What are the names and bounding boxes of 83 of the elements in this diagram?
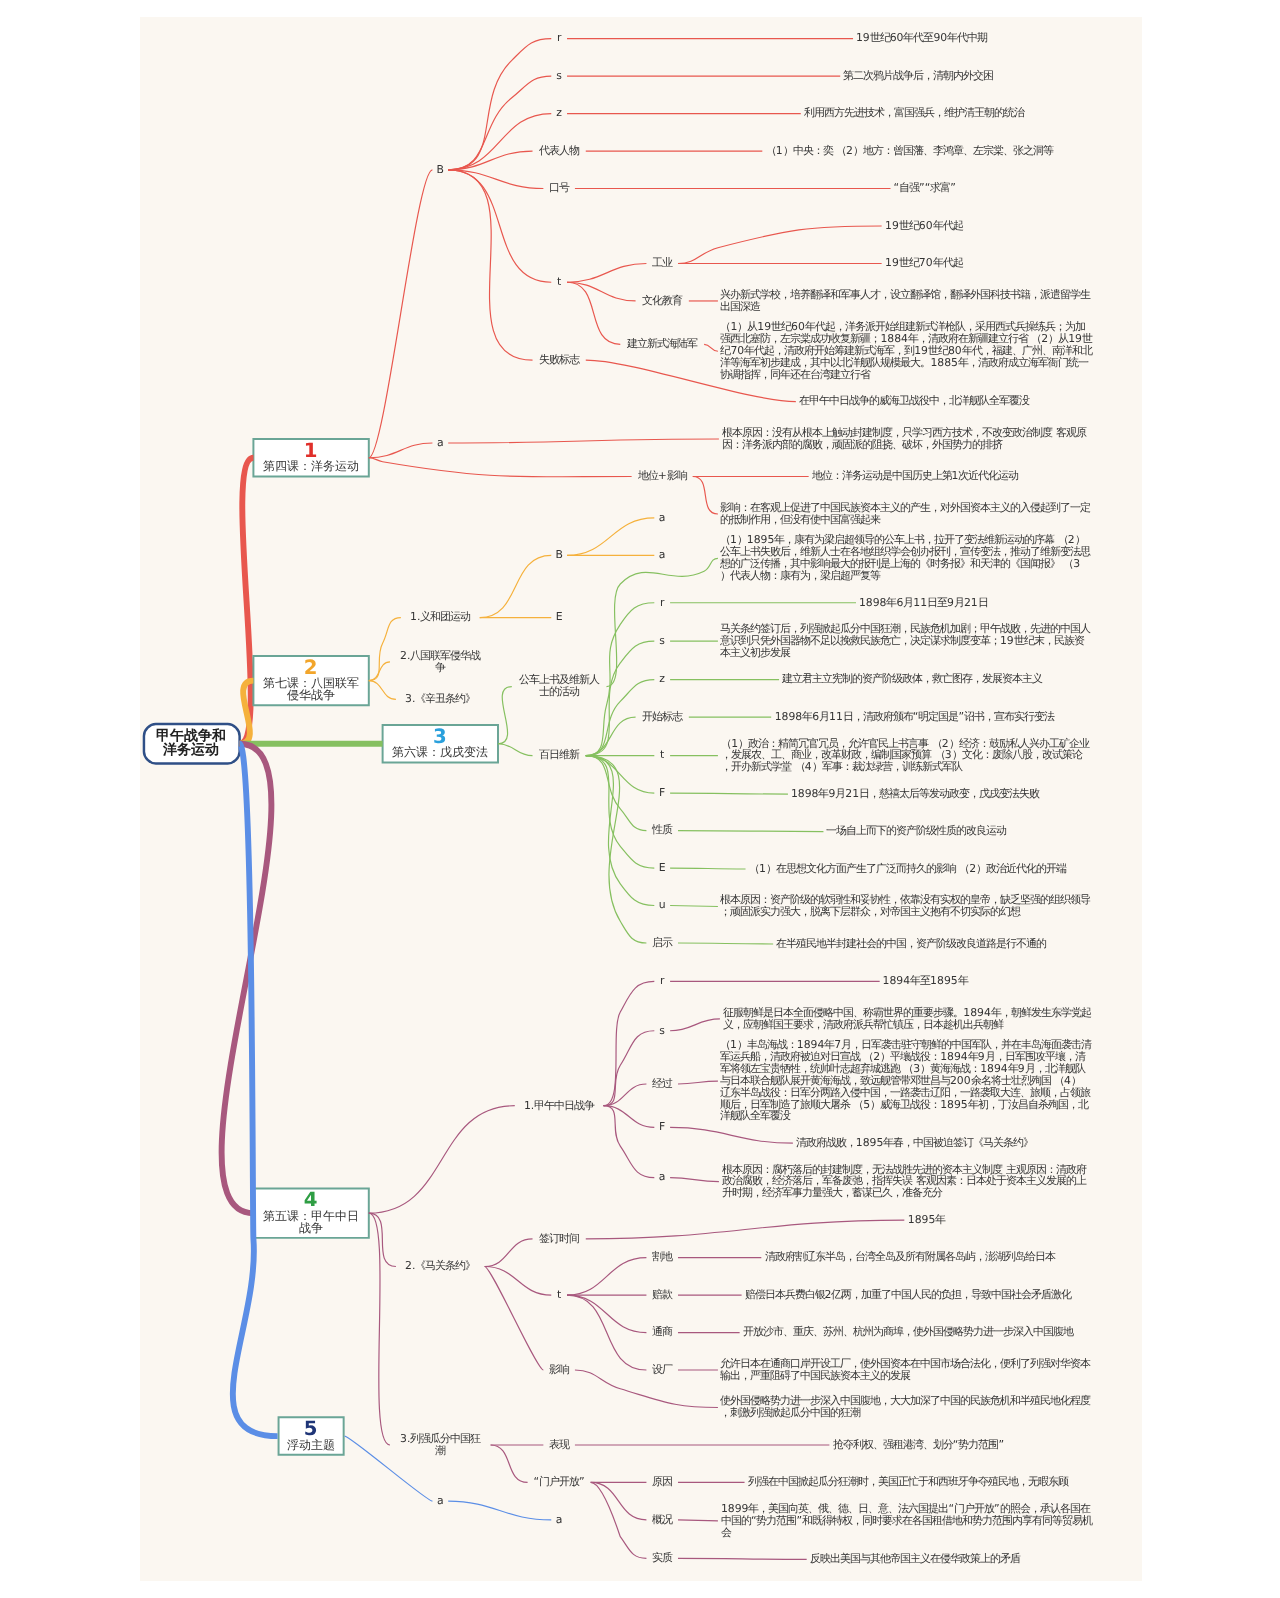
- connector: [702, 343, 718, 352]
- connector: [483, 1265, 543, 1371]
- connector: [584, 640, 654, 757]
- connector: [676, 1557, 807, 1560]
- connector: [367, 680, 396, 700]
- connector: [496, 743, 533, 757]
- connector: [565, 517, 654, 556]
- connector: [676, 1257, 761, 1259]
- connector: [676, 1331, 740, 1334]
- connector: [668, 1177, 719, 1183]
- connector: [565, 281, 620, 345]
- connector: [478, 554, 551, 619]
- connector: [584, 602, 654, 757]
- connector: [668, 867, 746, 870]
- connector: [584, 755, 654, 907]
- connector: [565, 75, 840, 77]
- connector: [367, 661, 390, 682]
- connector: [367, 1212, 396, 1268]
- connector: [691, 475, 718, 515]
- connector: [238, 677, 254, 747]
- connector: [446, 1500, 551, 1521]
- connector: [573, 1444, 829, 1446]
- connector: [668, 1018, 720, 1032]
- connector: [573, 1369, 718, 1409]
- connector: [668, 904, 718, 908]
- connector: [676, 225, 882, 265]
- connector: [565, 1294, 646, 1334]
- connector: [229, 742, 277, 1440]
- connector: [367, 442, 432, 459]
- connector: [668, 602, 856, 604]
- connector: [446, 438, 719, 444]
- connector: [687, 300, 718, 302]
- connector: [604, 557, 718, 688]
- connector: [668, 1126, 793, 1144]
- connector: [584, 359, 796, 403]
- connector: [446, 169, 533, 361]
- connector: [478, 616, 551, 619]
- connector: [573, 187, 891, 190]
- connector: [584, 1219, 904, 1240]
- connector: [676, 1369, 718, 1371]
- connector: [218, 741, 273, 1216]
- connector: [668, 980, 880, 983]
- connector: [489, 1444, 528, 1484]
- connector: [496, 686, 512, 745]
- connector: [367, 457, 632, 478]
- connector: [668, 679, 779, 681]
- connector: [676, 1481, 745, 1484]
- connector: [691, 475, 809, 478]
- connector: [676, 262, 882, 265]
- connector: [236, 455, 255, 746]
- connector: [565, 554, 654, 556]
- connector: [676, 1519, 718, 1522]
- connector: [687, 716, 771, 718]
- connector: [668, 755, 718, 757]
- connector: [565, 1294, 646, 1296]
- connector: [676, 1294, 742, 1296]
- connector: [676, 829, 824, 833]
- connector: [565, 113, 801, 115]
- connector: [565, 1257, 646, 1296]
- connector: [668, 792, 788, 795]
- connector: [589, 1481, 646, 1521]
- connector: [584, 679, 654, 757]
- connector: [483, 1238, 533, 1268]
- connector: [601, 1105, 654, 1128]
- connector: [668, 640, 718, 642]
- connector: [676, 942, 773, 945]
- connector: [565, 1294, 646, 1371]
- connector: [367, 169, 432, 459]
- connector: [584, 716, 636, 757]
- connector: [367, 1212, 390, 1446]
- connector: [489, 1444, 543, 1446]
- connector: [565, 38, 853, 40]
- connector: [367, 616, 401, 682]
- connector: [343, 1435, 432, 1502]
- connector: [676, 1080, 718, 1085]
- connector: [584, 755, 646, 944]
- connector: [367, 1105, 515, 1214]
- connector: [584, 150, 762, 152]
- connector: [589, 1481, 646, 1559]
- connector: [601, 980, 654, 1107]
- connector: [565, 262, 646, 283]
- connector: [601, 1105, 654, 1179]
- connector: [483, 1265, 551, 1296]
